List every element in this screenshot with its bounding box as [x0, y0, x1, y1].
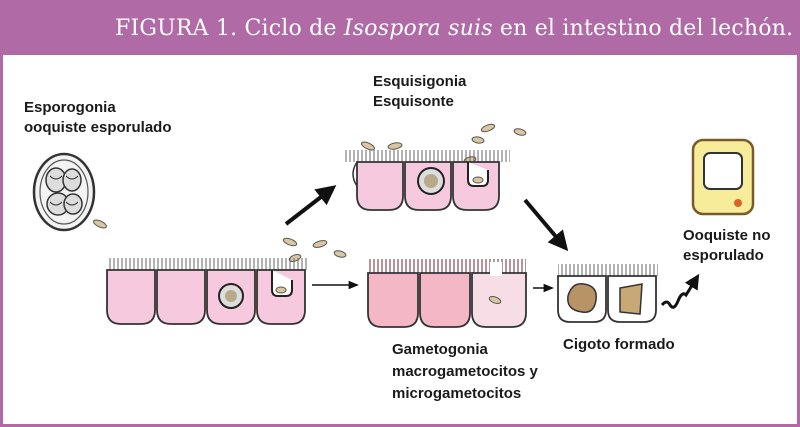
- title-suffix: en el intestino del lechón.: [492, 16, 794, 41]
- label-cigoto-formado: Cigoto formado: [563, 336, 675, 353]
- label-microgametocitos: microgametocitos: [392, 385, 522, 402]
- label-macrogametocitos: macrogametocitos y: [392, 363, 538, 380]
- epithelium-initial: [106, 258, 307, 325]
- label-esporogonia: Esporogonia: [24, 99, 116, 116]
- label-ooquiste-esporulado: ooquiste esporulado: [24, 119, 172, 136]
- figure-title: FIGURA 1. Ciclo de Isospora suis en el i…: [3, 3, 800, 55]
- title-species: Isospora suis: [343, 16, 493, 41]
- label-esquisigonia: Esquisigonia: [373, 73, 467, 90]
- label-esporulado: esporulado: [683, 247, 764, 264]
- epithelium-gametogony: [367, 259, 527, 328]
- epithelium-schizogony: [345, 150, 510, 211]
- unsporulated-oocyst: [691, 138, 755, 216]
- title-prefix: FIGURA 1. Ciclo de: [115, 16, 344, 41]
- sporulated-oocyst: [32, 152, 96, 232]
- label-gametogonia: Gametogonia: [392, 341, 488, 358]
- label-esquisonte: Esquisonte: [373, 93, 454, 110]
- zygote-cells: [557, 264, 658, 323]
- lifecycle-diagram: [32, 123, 755, 328]
- flow-arrows: [284, 185, 700, 309]
- label-ooquiste-no: Ooquiste no: [683, 227, 771, 244]
